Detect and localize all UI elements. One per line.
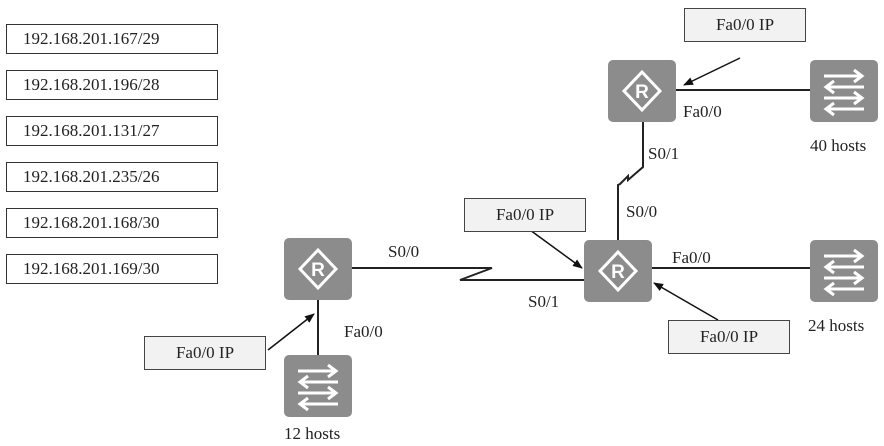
svg-text:R: R: [611, 262, 625, 283]
switch-top: [810, 60, 878, 122]
subnet-box: 192.168.201.131/27: [6, 116, 218, 146]
router-top: R: [608, 60, 676, 122]
callout-fa00-ip-middle: Fa0/0 IP: [464, 198, 586, 232]
router-left: R: [284, 238, 352, 300]
callout-arrow-left: [267, 313, 315, 351]
switch-middle: [810, 240, 878, 302]
switch-icon: [297, 363, 339, 412]
label-top-router-s01: S0/1: [648, 144, 680, 163]
switch-icon: [823, 248, 865, 297]
label-hosts-top: 40 hosts: [810, 136, 867, 155]
callout-arrow-top: [683, 57, 741, 86]
switch-bottom: [284, 355, 352, 417]
label-hosts-middle: 24 hosts: [808, 316, 865, 335]
subnet-box: 192.168.201.168/30: [6, 208, 218, 238]
router-icon: R: [597, 249, 639, 293]
label-middle-router-fa00: Fa0/0: [672, 248, 711, 267]
callout-fa00-ip-left: Fa0/0 IP: [144, 336, 266, 370]
link-serial-top-middle: [617, 121, 644, 243]
router-icon: R: [297, 247, 339, 291]
subnet-box: 192.168.201.167/29: [6, 24, 218, 54]
callout-fa00-ip-top: Fa0/0 IP: [684, 8, 806, 42]
svg-text:R: R: [635, 82, 649, 103]
switch-icon: [823, 68, 865, 117]
svg-text:R: R: [311, 260, 325, 281]
link-serial-left-middle: [352, 267, 584, 281]
label-middle-router-s01: S0/1: [528, 292, 560, 311]
router-icon: R: [621, 69, 663, 113]
label-middle-router-s00: S0/0: [626, 202, 658, 221]
label-left-router-s00: S0/0: [388, 242, 420, 261]
callout-arrow-right: [653, 282, 719, 321]
label-hosts-left: 12 hosts: [284, 424, 341, 443]
label-left-router-fa00: Fa0/0: [344, 322, 383, 341]
router-middle: R: [584, 240, 652, 302]
subnet-box: 192.168.201.196/28: [6, 70, 218, 100]
subnet-box: 192.168.201.169/30: [6, 254, 218, 284]
callout-fa00-ip-right: Fa0/0 IP: [668, 320, 790, 354]
subnet-box: 192.168.201.235/26: [6, 162, 218, 192]
callout-arrow-middle: [529, 229, 583, 269]
label-top-router-fa00: Fa0/0: [683, 102, 722, 121]
